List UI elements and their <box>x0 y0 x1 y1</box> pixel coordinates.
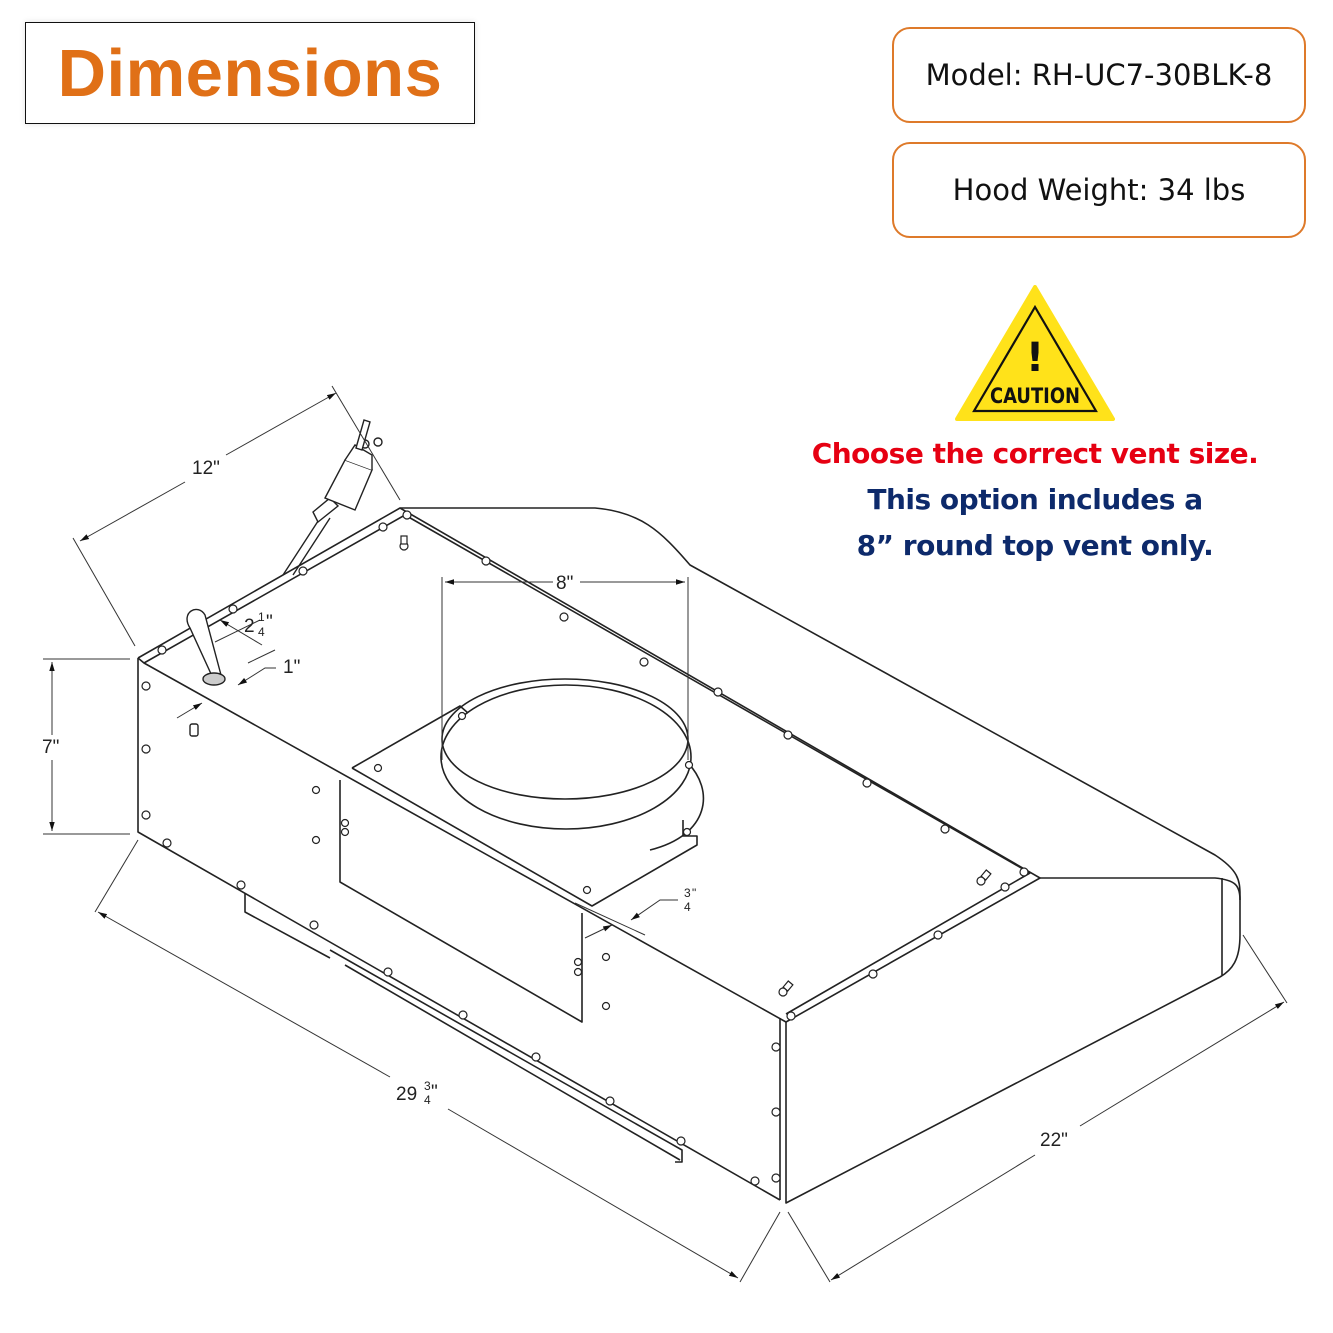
svg-text:29: 29 <box>396 1084 417 1105</box>
hood-weight-box: Hood Weight: 34 lbs <box>892 142 1306 238</box>
svg-text:3: 3 <box>424 1079 431 1093</box>
svg-text:": " <box>266 612 273 633</box>
cord-exit-grommet <box>186 608 226 737</box>
screw-holes <box>141 510 1029 1186</box>
svg-text:4: 4 <box>424 1093 431 1107</box>
dimension-cord-diameter: 1" <box>283 657 300 678</box>
svg-text:1: 1 <box>258 610 265 624</box>
caution-sign-text: CAUTION <box>990 384 1080 408</box>
hood-weight-label: Hood Weight: 34 lbs <box>952 173 1246 207</box>
page-title: Dimensions <box>57 35 443 111</box>
dimension-height: 7" <box>42 737 59 758</box>
dimension-width: 29 3 4 " <box>396 1079 438 1107</box>
svg-text:3: 3 <box>684 886 691 900</box>
vent-size-warning: Choose the correct vent size. <box>811 437 1259 470</box>
svg-text:4: 4 <box>684 900 691 914</box>
title-box: Dimensions <box>25 22 475 124</box>
svg-text:": " <box>692 886 696 900</box>
dimension-cord-offset: 2 1 4 " <box>244 610 273 639</box>
dimension-lines <box>43 385 1288 1283</box>
vent-option-note-line1: This option includes a <box>867 483 1203 516</box>
dimension-depth-top: 12" <box>192 458 220 479</box>
hood-body <box>137 507 1241 1204</box>
svg-text:4: 4 <box>258 625 265 639</box>
power-cord-plug <box>282 419 383 576</box>
dimension-vent-diameter: 8" <box>556 573 573 594</box>
dimension-flange: 3 4 " <box>684 886 696 914</box>
svg-text:2: 2 <box>244 616 255 637</box>
dimension-depth-total: 22" <box>1040 1130 1068 1151</box>
vent-option-note-line2: 8” round top vent only. <box>856 529 1214 562</box>
caution-triangle-icon: ! CAUTION <box>955 285 1115 425</box>
model-label: Model: RH-UC7-30BLK-8 <box>925 58 1273 92</box>
exclamation-mark: ! <box>1026 335 1044 381</box>
model-label-box: Model: RH-UC7-30BLK-8 <box>892 27 1306 123</box>
svg-text:": " <box>431 1082 438 1103</box>
keyhole-mounts <box>399 535 992 997</box>
